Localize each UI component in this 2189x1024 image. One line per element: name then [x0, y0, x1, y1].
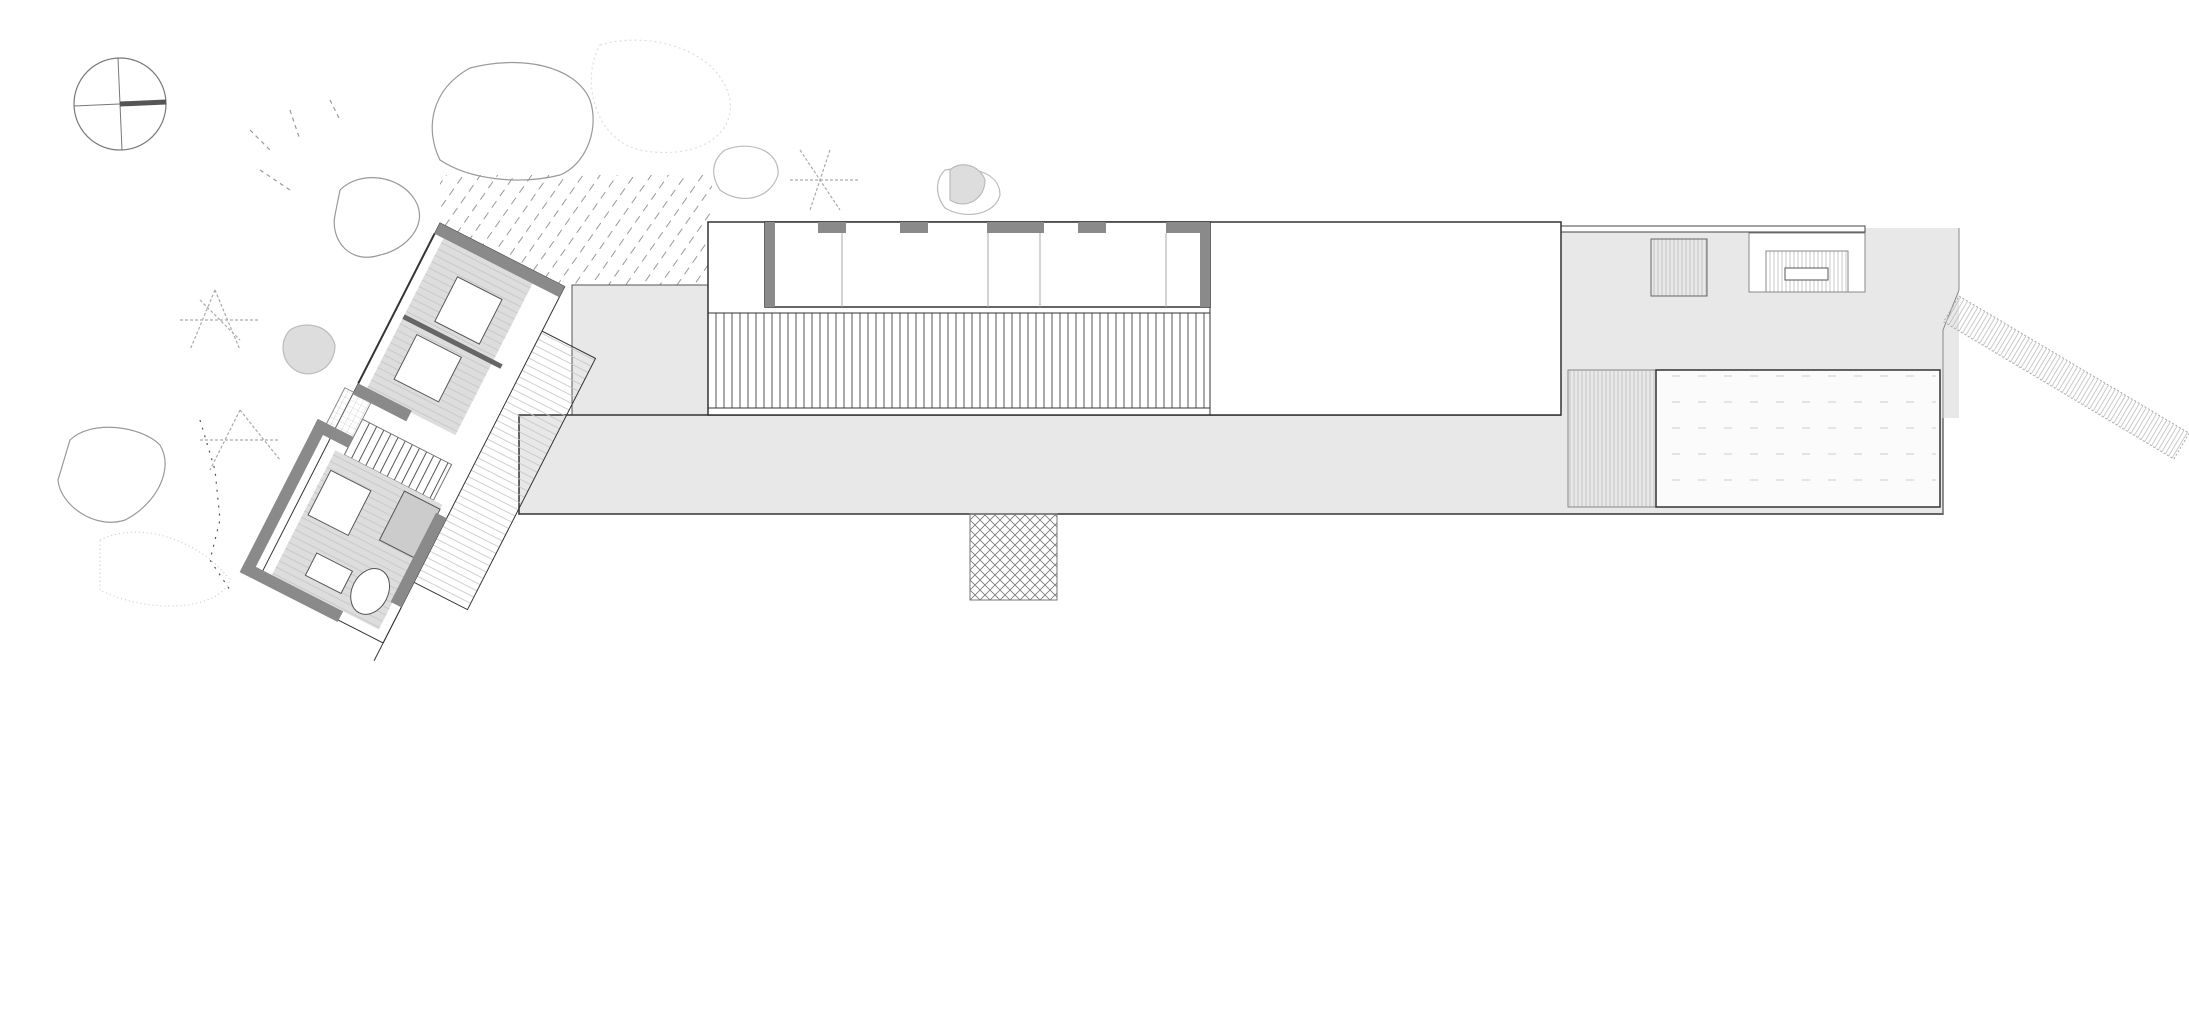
- tree-canopy: [431, 61, 594, 181]
- footbridge: [969, 513, 1058, 601]
- tree-canopy: [57, 426, 166, 523]
- tree-canopy: [590, 39, 731, 154]
- bed: [434, 276, 503, 345]
- bench: [1650, 238, 1708, 297]
- shrub: [282, 324, 336, 375]
- wall: [1200, 222, 1210, 307]
- timber-deck: [707, 312, 1211, 409]
- pool-surface: [1660, 374, 1936, 503]
- planter: [1748, 232, 1866, 293]
- shrub: [949, 164, 986, 205]
- upper-building: [707, 221, 1562, 416]
- wall: [765, 222, 775, 307]
- tree-canopy: [333, 177, 421, 258]
- bed: [393, 333, 463, 403]
- bathtub: [350, 568, 391, 615]
- ramp: [1942, 295, 2189, 460]
- shrub: [249, 99, 341, 191]
- north-arrow-icon: [73, 57, 167, 151]
- tree-canopy: [713, 145, 779, 199]
- rotated-house: [239, 222, 597, 662]
- palm-plant: [180, 149, 860, 471]
- bench: [304, 552, 354, 595]
- window-piers: [818, 222, 1210, 233]
- pool-deck: [1567, 369, 1657, 508]
- ground-cover: [99, 531, 231, 607]
- bed: [307, 469, 372, 537]
- vegetation: [57, 39, 1001, 607]
- wall: [239, 223, 565, 623]
